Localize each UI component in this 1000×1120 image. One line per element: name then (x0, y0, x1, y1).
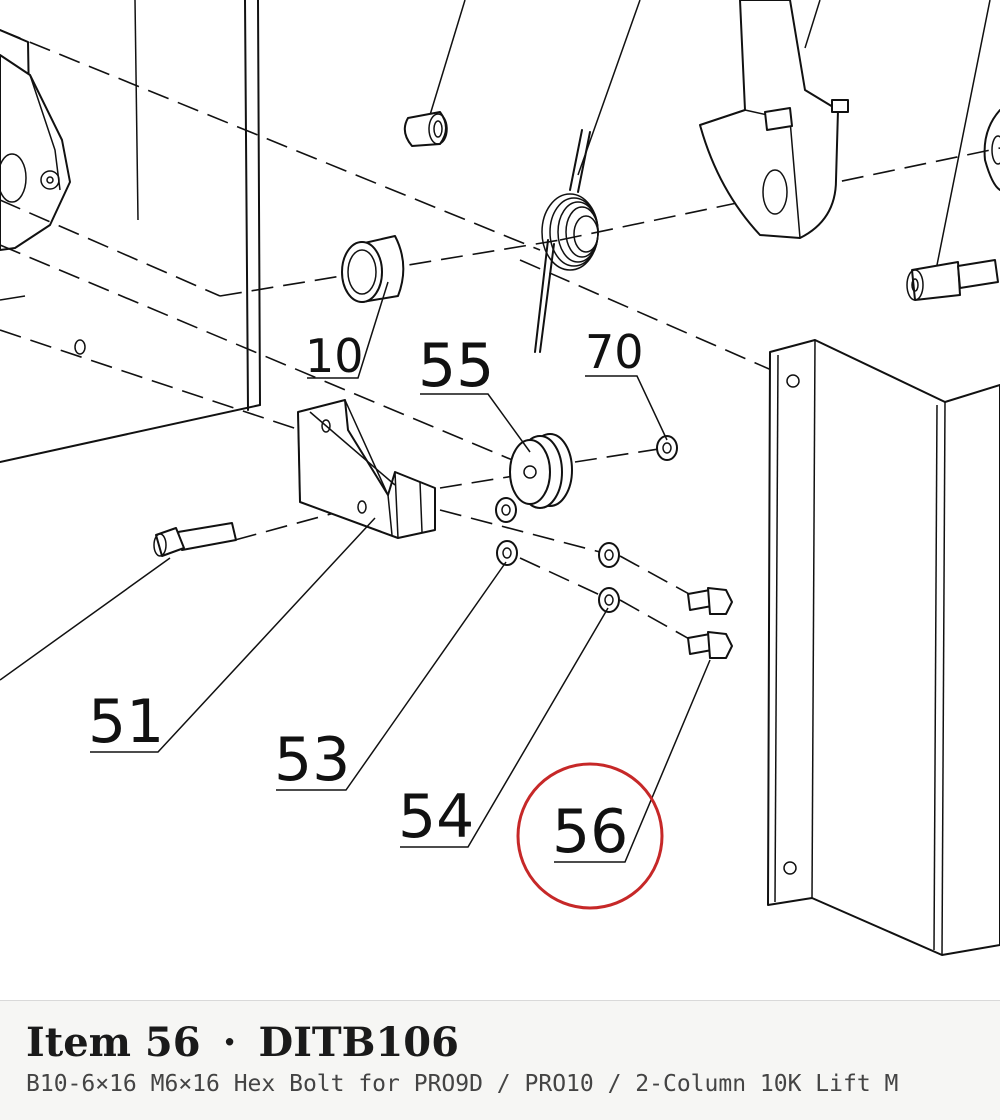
hex-bolts (687, 587, 733, 659)
stepped-pin (906, 259, 999, 301)
callout-10: 10 (305, 329, 364, 383)
torsion-spring (534, 129, 599, 353)
part-number: DITB106 (258, 1019, 459, 1066)
angle-bracket (297, 399, 436, 539)
bushing (341, 235, 405, 303)
caption-title: Item 56 · DITB106 (26, 1019, 459, 1066)
selected-callout-highlight (516, 762, 664, 910)
nut (656, 435, 678, 461)
part-info-caption: Item 56 · DITB106 B10-6×16 M6×16 Hex Bolt … (0, 1000, 1000, 1120)
long-bolt (153, 522, 237, 557)
callout-70: 70 (585, 325, 644, 379)
title-separator: · (222, 1019, 237, 1066)
angle-plate (767, 339, 1000, 956)
callout-labels: 10 55 70 51 53 54 56 (88, 325, 644, 867)
callout-54: 54 (398, 782, 474, 852)
callout-leaders (0, 281, 711, 863)
top-leader-lines (429, 0, 991, 291)
callout-53: 53 (274, 725, 350, 795)
lock-pawl (699, 0, 849, 239)
exploded-parts-diagram: 10 55 70 51 53 54 56 (0, 0, 1000, 956)
callout-55: 55 (418, 331, 494, 401)
frame-plate (0, 0, 261, 463)
right-ring (983, 109, 1000, 191)
callout-56: 56 (552, 797, 628, 867)
washers (495, 497, 620, 613)
hex-collar (0, 54, 71, 251)
item-label: Item 56 (26, 1019, 201, 1066)
pin (403, 111, 448, 147)
part-description: B10-6×16 M6×16 Hex Bolt for PRO9D / PRO1… (26, 1071, 899, 1097)
pulley (509, 433, 573, 509)
callout-51: 51 (88, 687, 164, 757)
